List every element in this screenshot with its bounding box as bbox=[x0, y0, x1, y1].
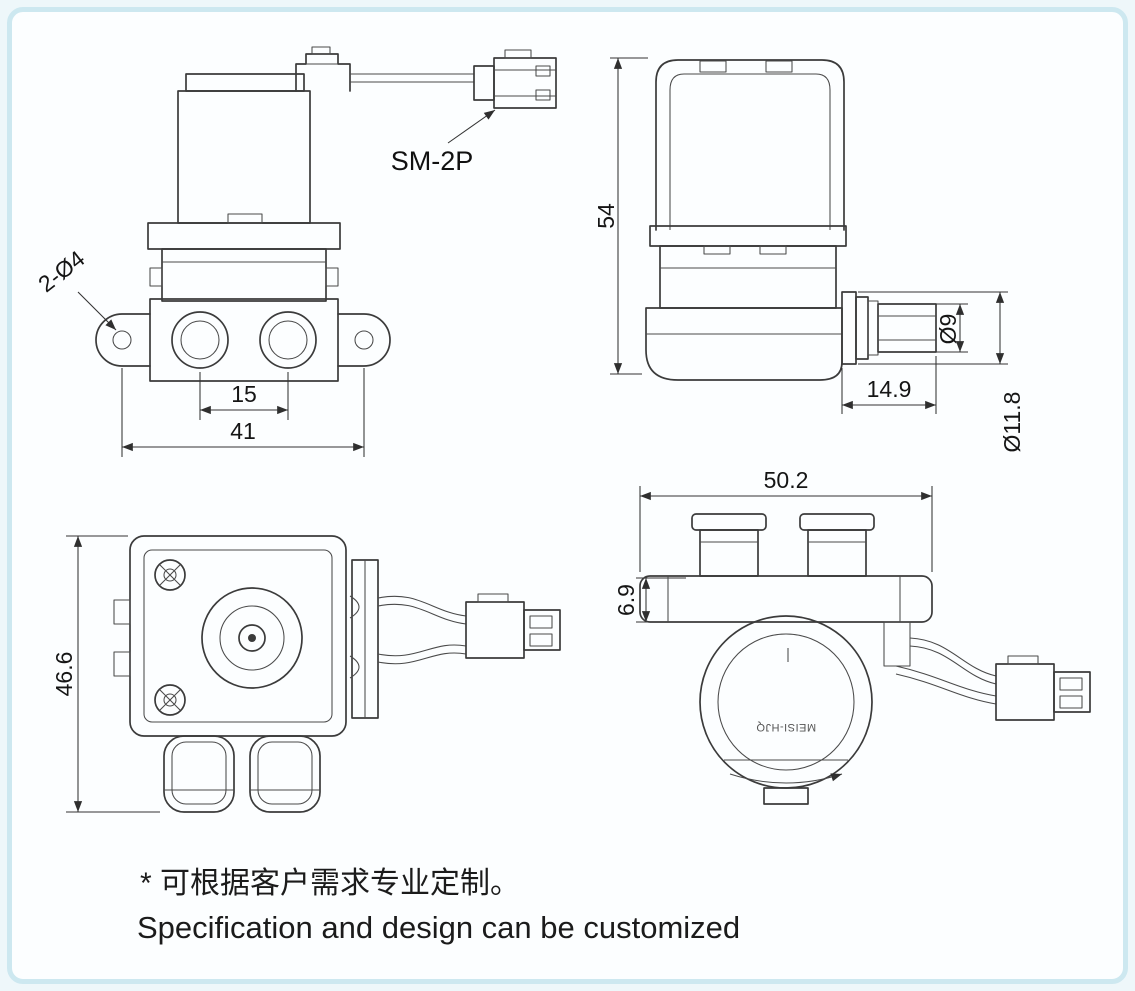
handle-bracket bbox=[655, 59, 845, 231]
mounting-hole-right bbox=[354, 330, 374, 350]
side-lower-body bbox=[645, 307, 843, 381]
dim-mounting-width: 41 bbox=[230, 418, 256, 444]
mounting-ear-left bbox=[95, 313, 151, 367]
bottom-ports bbox=[163, 735, 321, 813]
top-plate bbox=[129, 535, 347, 737]
note-line-chinese: * 可根据客户需求专业定制。 bbox=[140, 867, 520, 900]
screw-top-left bbox=[154, 559, 186, 591]
side-coil bbox=[659, 245, 837, 309]
dim-mounting-holes: 2-Ø4 bbox=[33, 245, 89, 297]
dim-height: 54 bbox=[593, 203, 619, 229]
note-line-english: Specification and design can be customiz… bbox=[137, 910, 740, 945]
lead-wires-top-view bbox=[377, 595, 467, 665]
hole-leader-line bbox=[77, 291, 117, 331]
side-flange bbox=[649, 225, 847, 247]
dim-flange-dia: Ø11.8 bbox=[999, 392, 1025, 453]
coil-body bbox=[177, 90, 311, 224]
sm2p-label: SM-2P bbox=[391, 146, 474, 176]
valve-neck bbox=[161, 248, 327, 302]
rotation-arrow bbox=[729, 773, 843, 784]
sm2p-connector-front bbox=[473, 49, 557, 109]
view-front: SM-2P 2-Ø4 15 bbox=[33, 46, 557, 457]
rear-flange bbox=[639, 575, 933, 623]
view-side: 54 bbox=[593, 57, 1025, 453]
center-boss bbox=[201, 587, 303, 689]
view-top: 46.6 bbox=[51, 535, 561, 813]
dim-outlet-length: 14.9 bbox=[867, 376, 912, 402]
notes: * 可根据客户需求专业定制。 Specification and design … bbox=[137, 867, 740, 945]
mounting-ear-right bbox=[337, 313, 391, 367]
outlet-port bbox=[841, 291, 937, 365]
sm2p-leader-line bbox=[447, 109, 496, 144]
coil-flange bbox=[147, 222, 341, 250]
wire-bracket bbox=[883, 621, 911, 667]
dim-depth: 46.6 bbox=[51, 652, 77, 697]
body-marking: MEISI-HJQ bbox=[756, 721, 816, 733]
drawing-frame bbox=[7, 7, 1128, 984]
rear-top-ports bbox=[691, 513, 875, 577]
dim-outlet-dia: Ø9 bbox=[935, 314, 961, 345]
lead-wires-rear-view bbox=[895, 637, 997, 705]
view-rear: 50.2 6.9 MEISI-HJQ bbox=[613, 467, 1091, 805]
rear-round-body bbox=[699, 615, 873, 789]
port-left bbox=[171, 311, 229, 369]
port-right bbox=[259, 311, 317, 369]
rear-bottom-tab bbox=[763, 787, 809, 805]
dim-width: 50.2 bbox=[764, 467, 809, 493]
sm2p-connector-top-view bbox=[465, 593, 561, 659]
screw-bottom-left bbox=[154, 684, 186, 716]
manifold-body bbox=[149, 298, 339, 382]
dim-flange-offset: 6.9 bbox=[613, 584, 639, 616]
coil-cap bbox=[185, 73, 305, 92]
sm2p-connector-rear-view bbox=[995, 655, 1091, 721]
dim-port-spacing: 15 bbox=[231, 381, 257, 407]
mounting-hole-left bbox=[112, 330, 132, 350]
